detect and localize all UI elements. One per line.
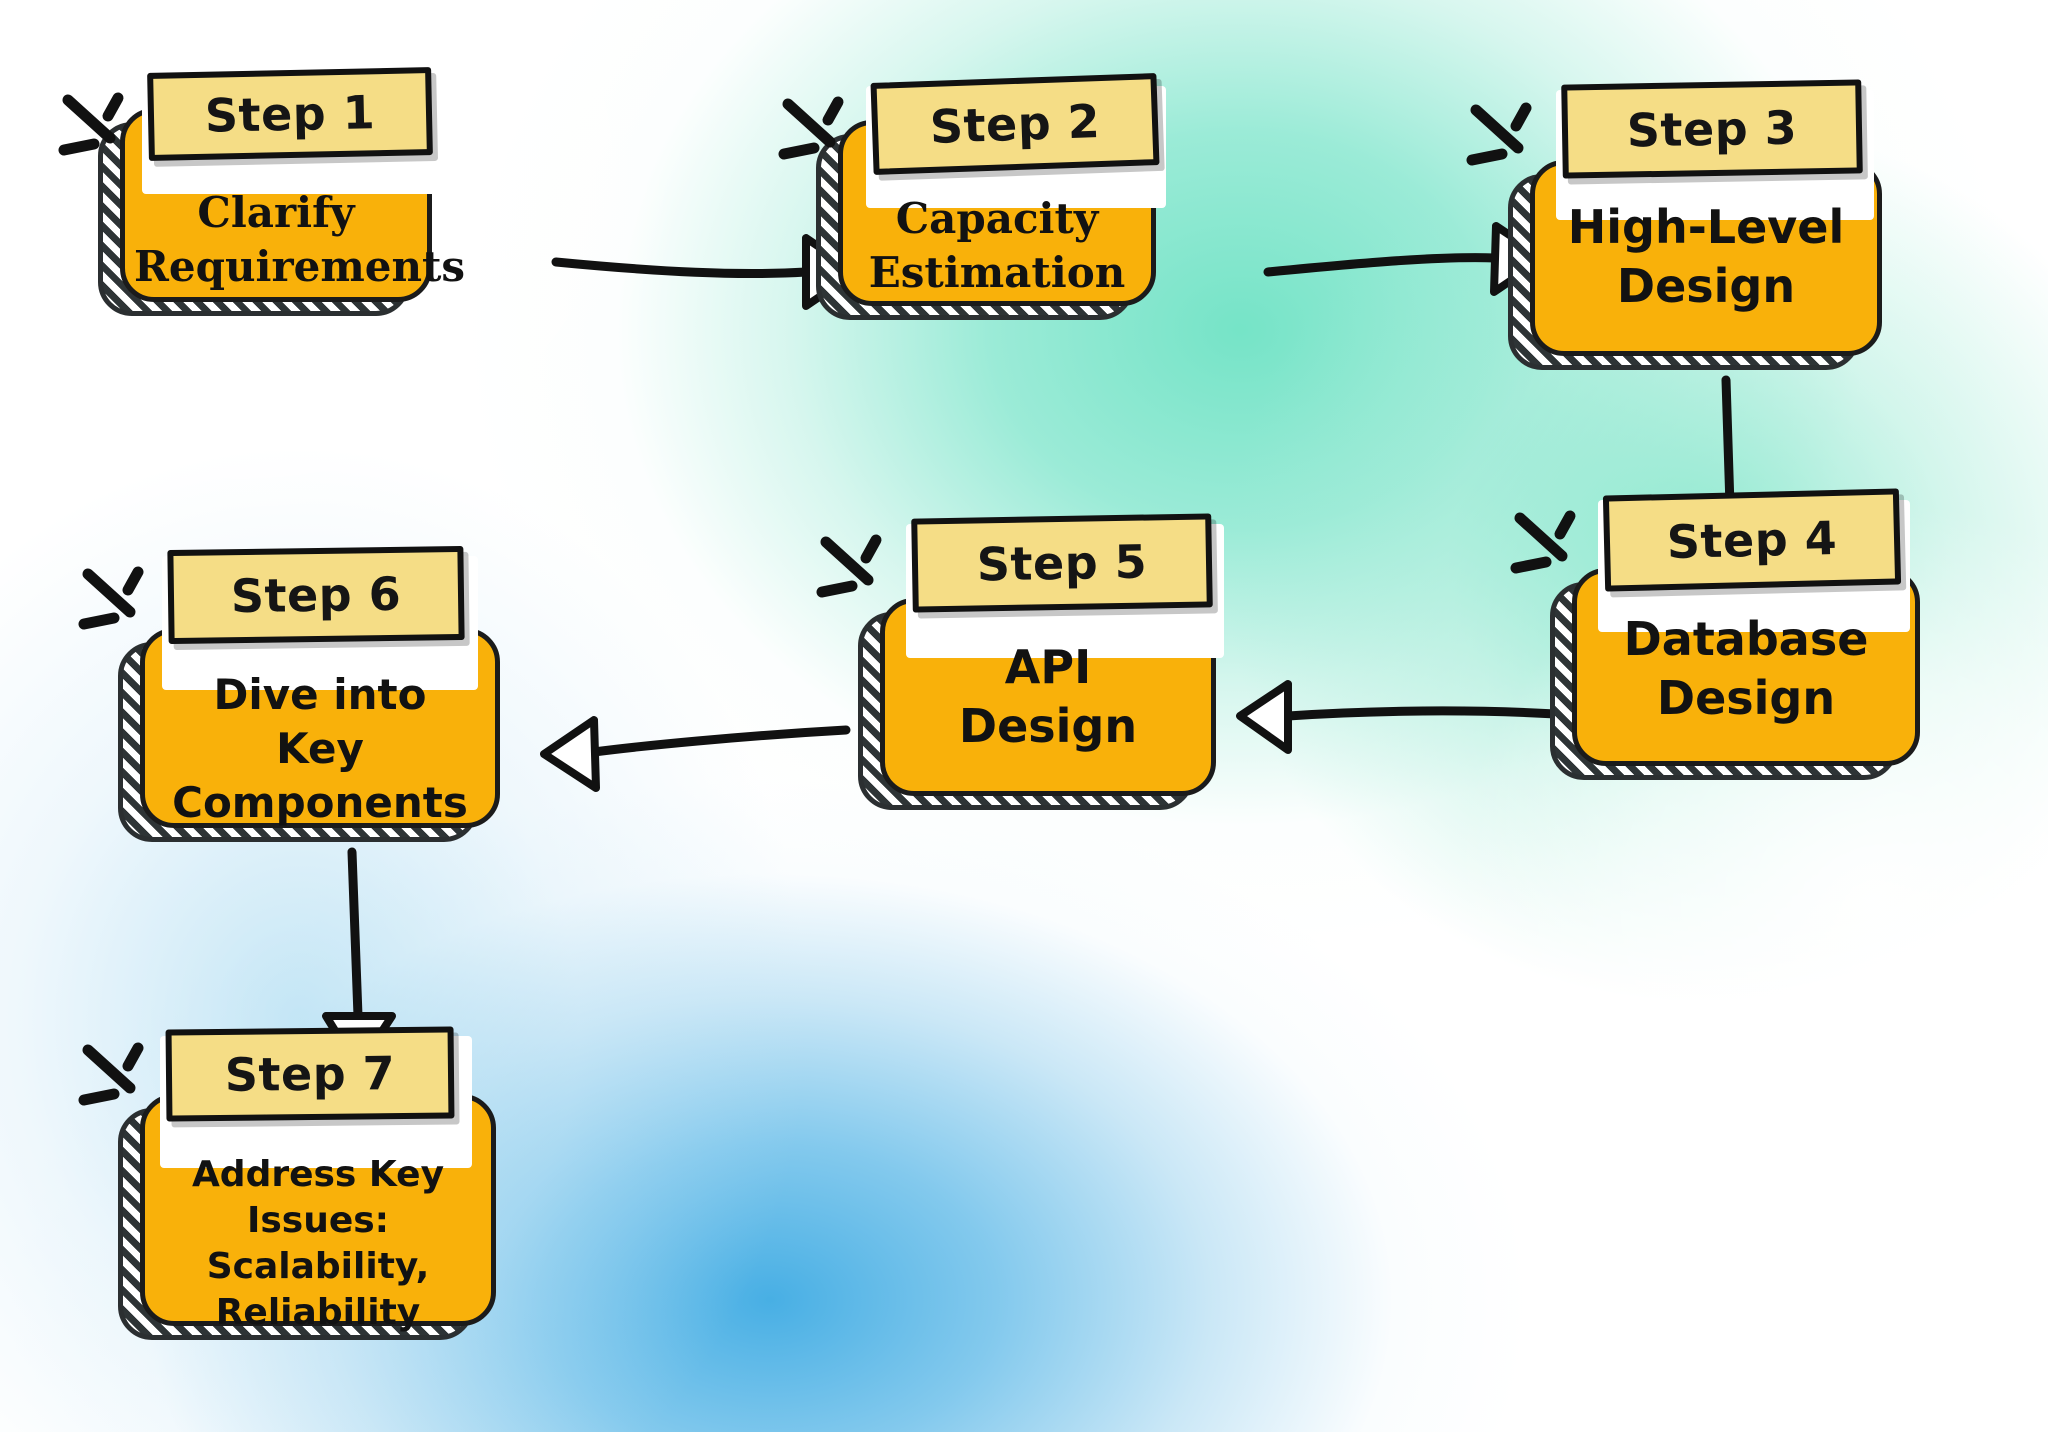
node-body-line: Capacity: [895, 194, 1099, 243]
edge-step5-step6-line: [589, 725, 851, 757]
edge-step4-step5-arrowhead: [1236, 680, 1292, 754]
node-step-tag[interactable]: Step 2: [870, 73, 1160, 175]
node-step7[interactable]: Step 7 Address Key Issues:Scalability, Re…: [78, 1026, 496, 1340]
node-step-tag-label: Step 5: [976, 534, 1148, 592]
node-step-tag[interactable]: Step 1: [147, 67, 433, 161]
node-body-line: Estimation: [868, 247, 1126, 297]
node-body-line: Design: [1656, 670, 1836, 725]
node-step-tag-label: Step 1: [204, 85, 376, 143]
node-body-line: Database: [1623, 612, 1869, 666]
node-step-tag[interactable]: Step 5: [911, 513, 1213, 613]
edge-step1-step2-line: [551, 257, 811, 279]
node-body-line: Design: [1616, 258, 1796, 313]
node-step-tag-label: Step 3: [1626, 100, 1798, 158]
node-step-tag[interactable]: Step 6: [167, 545, 465, 645]
node-step-tag-label: Step 2: [928, 94, 1102, 154]
node-body-line: API: [1004, 640, 1092, 694]
edge-step6-step7-line: [347, 847, 363, 1021]
edge-step4-step5-line: [1283, 706, 1561, 721]
edge-step3-step4-line: [1721, 375, 1735, 511]
node-body-line: Key Components: [172, 723, 468, 827]
node-body-line: Scalability, Reliability: [206, 1246, 430, 1334]
edge-step5-step6-arrowhead: [540, 716, 600, 792]
node-body-line: Clarify: [197, 188, 355, 237]
node-step-tag-label: Step 4: [1666, 510, 1838, 570]
node-body-line: Design: [958, 698, 1138, 753]
node-step-tag[interactable]: Step 4: [1602, 488, 1902, 592]
node-body-line: Requirements: [134, 241, 466, 291]
node-step-tag[interactable]: Step 3: [1561, 79, 1863, 179]
node-body-text: Address Key Issues:Scalability, Reliabil…: [140, 1152, 496, 1336]
node-body-line: Address Key Issues:: [191, 1154, 445, 1242]
edge-step2-step3-line: [1263, 253, 1501, 277]
node-step-tag[interactable]: Step 7: [165, 1026, 455, 1122]
node-step-tag-label: Step 6: [230, 566, 402, 624]
node-body-line: High-Level: [1567, 200, 1845, 254]
node-body-line: Dive into: [213, 670, 427, 719]
node-step-tag-label: Step 7: [224, 1046, 396, 1102]
